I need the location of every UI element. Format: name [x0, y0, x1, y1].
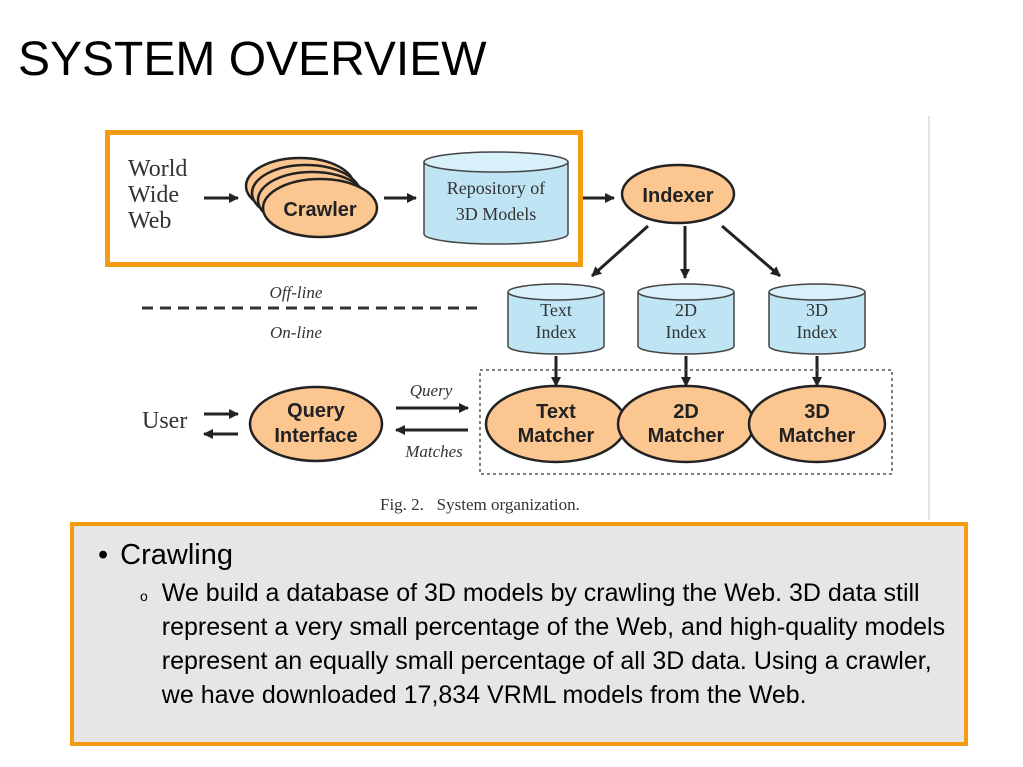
indexer-node: Indexer: [620, 163, 736, 225]
bullet-main: • Crawling: [98, 538, 233, 572]
diagram-canvas: World Wide Web Crawler Repository of 3D …: [128, 151, 893, 514]
3d-matcher-node: 3D Matcher: [747, 384, 887, 464]
source-line-2: Wide: [128, 182, 179, 208]
3d-matcher-label-2: Matcher: [779, 425, 856, 447]
repository-db: Repository of 3D Models: [423, 151, 569, 245]
query-interface-node: Query Interface: [248, 385, 384, 463]
offline-label: Off-line: [270, 283, 323, 302]
text-matcher-node: Text Matcher: [484, 384, 628, 464]
matcher-group: [479, 369, 893, 475]
text-index-db: Text Index: [507, 283, 605, 355]
2d-index-label-1: 2D: [675, 300, 697, 320]
2d-matcher-node: 2D Matcher: [616, 384, 756, 464]
text-index-label-1: Text: [540, 300, 572, 320]
repository-label-2: 3D Models: [456, 204, 537, 224]
source-line-1: World: [128, 156, 187, 182]
2d-matcher-label-2: Matcher: [648, 425, 725, 447]
3d-index-label-2: Index: [797, 322, 838, 342]
bullet-marker: •: [98, 539, 109, 571]
3d-matcher-label-1: 3D: [804, 401, 830, 423]
bullet-sub-text: We build a database of 3D models by craw…: [161, 579, 946, 709]
indexer-label: Indexer: [642, 185, 713, 207]
bullet-box: • Crawling o We build a database of 3D m…: [70, 522, 968, 746]
2d-index-label-2: Index: [666, 322, 707, 342]
repository-label-1: Repository of: [447, 178, 546, 198]
user-label: User: [142, 408, 187, 434]
matches-label: Matches: [404, 442, 463, 461]
crawling-highlight-box: [105, 130, 583, 267]
2d-matcher-label-1: 2D: [673, 401, 699, 423]
2d-index-db: 2D Index: [637, 283, 735, 355]
crawler-node: Crawler: [244, 156, 379, 239]
source-line-3: Web: [128, 208, 171, 234]
query-label: Query: [410, 381, 453, 400]
bullet-main-text: Crawling: [120, 539, 233, 571]
slide-title: SYSTEM OVERVIEW: [18, 33, 487, 86]
text-matcher-label-2: Matcher: [518, 425, 595, 447]
text-matcher-label-1: Text: [536, 401, 576, 423]
sub-bullet-marker: o: [140, 588, 148, 604]
figure-caption: Fig. 2. System organization.: [380, 495, 580, 514]
system-organization-figure: World Wide Web Crawler Repository of 3D …: [100, 116, 930, 526]
text-index-label-2: Index: [536, 322, 577, 342]
crawler-label: Crawler: [283, 199, 357, 221]
3d-index-label-1: 3D: [806, 300, 828, 320]
query-interface-label-2: Interface: [274, 425, 357, 447]
figure-edge: [928, 116, 930, 520]
online-label: On-line: [270, 323, 322, 342]
arrow-indexer-to-3d-index: [721, 224, 781, 278]
3d-index-db: 3D Index: [768, 283, 866, 355]
query-interface-label-1: Query: [287, 400, 346, 422]
bullet-sub: o We build a database of 3D models by cr…: [140, 576, 956, 712]
arrow-indexer-to-text-index: [591, 224, 649, 278]
